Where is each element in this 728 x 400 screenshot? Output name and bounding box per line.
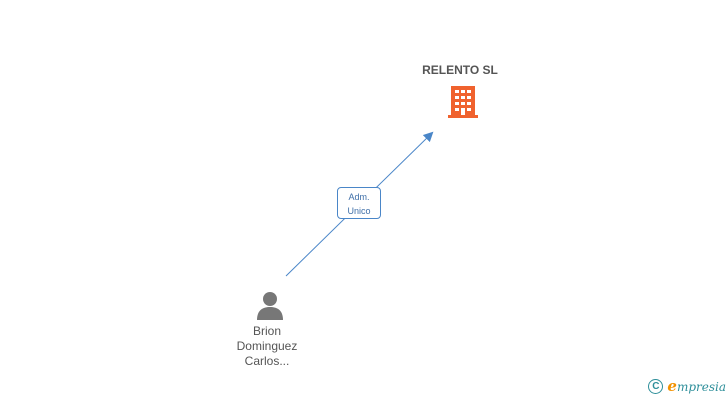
brand-logo[interactable]: empresia: [667, 377, 726, 395]
person-icon[interactable]: [255, 290, 285, 320]
person-name-line2: Dominguez: [236, 339, 298, 353]
person-name-line3: Carlos...: [244, 354, 290, 368]
copyright-icon: C: [648, 378, 664, 394]
relation-label-box[interactable]: Adm. Unico: [337, 187, 381, 219]
person-name-line1: Brion: [252, 324, 281, 338]
footer-brand: C empresia: [648, 376, 726, 396]
building-icon[interactable]: [447, 84, 479, 120]
relation-label-line1: Adm.: [348, 192, 370, 202]
relation-label-line2: Unico: [347, 206, 371, 216]
person-name[interactable]: Brion Dominguez Carlos...: [217, 324, 317, 369]
brand-rest: mpresia: [676, 380, 726, 394]
brand-initial: e: [667, 377, 677, 395]
company-name[interactable]: RELENTO SL: [422, 63, 498, 77]
